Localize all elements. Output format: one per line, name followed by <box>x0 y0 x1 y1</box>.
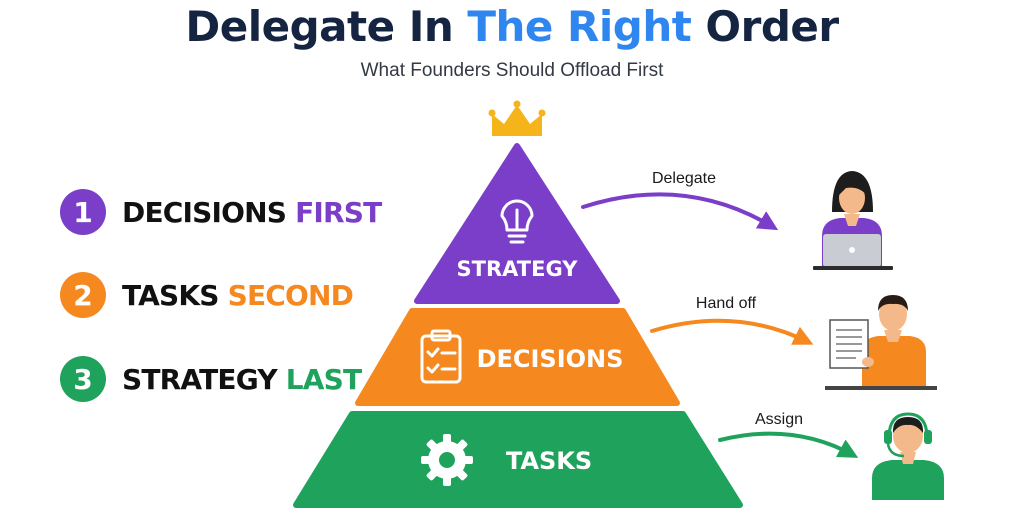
woman-at-laptop-icon <box>813 171 893 270</box>
crown-icon <box>488 100 546 136</box>
step-3: 3 STRATEGY LAST <box>60 356 362 402</box>
delegate-arrow-label: Delegate <box>652 170 716 187</box>
hand-off-arrow <box>650 318 814 345</box>
page-subtitle: What Founders Should Offload First <box>360 60 664 81</box>
step-3-number-badge: 3 <box>60 356 106 402</box>
pyramid-tier-decisions <box>355 308 680 406</box>
gear-icon <box>421 434 473 486</box>
step-2-number-badge: 2 <box>60 272 106 318</box>
pyramid-label-decisions: DECISIONS <box>477 345 624 373</box>
support-agent-headset-icon <box>872 412 944 500</box>
step-2-text: TASKS <box>122 278 228 312</box>
step-2-label: TASKS SECOND <box>122 278 354 312</box>
step-3-text: STRATEGY <box>122 362 286 396</box>
man-with-document-icon <box>825 295 937 390</box>
step-1-number-badge: 1 <box>60 189 106 235</box>
step-3-label: STRATEGY LAST <box>122 362 362 396</box>
lightbulb-icon <box>500 199 534 244</box>
step-2-accent: SECOND <box>227 278 354 312</box>
step-2: 2 TASKS SECOND <box>60 272 354 318</box>
title-part-1: Delegate In <box>185 2 468 51</box>
step-1: 1 DECISIONS FIRST <box>60 189 382 235</box>
title-part-2: Order <box>691 2 839 51</box>
delegate-arrow <box>581 192 779 231</box>
assign-arrow <box>718 431 859 458</box>
step-1-label: DECISIONS FIRST <box>122 195 382 229</box>
pyramid-tier-tasks <box>293 411 743 508</box>
page-title: Delegate In The Right Order <box>0 2 1024 51</box>
title-highlight: The Right <box>467 2 692 51</box>
step-3-accent: LAST <box>285 362 362 396</box>
pyramid-label-tasks: TASKS <box>506 447 592 475</box>
pyramid-label-strategy: STRATEGY <box>457 257 579 281</box>
assign-arrow-label: Assign <box>755 411 803 428</box>
step-1-accent: FIRST <box>295 195 382 229</box>
clipboard-checklist-icon <box>420 329 462 384</box>
hand-off-arrow-label: Hand off <box>696 295 757 312</box>
step-1-text: DECISIONS <box>122 195 296 229</box>
